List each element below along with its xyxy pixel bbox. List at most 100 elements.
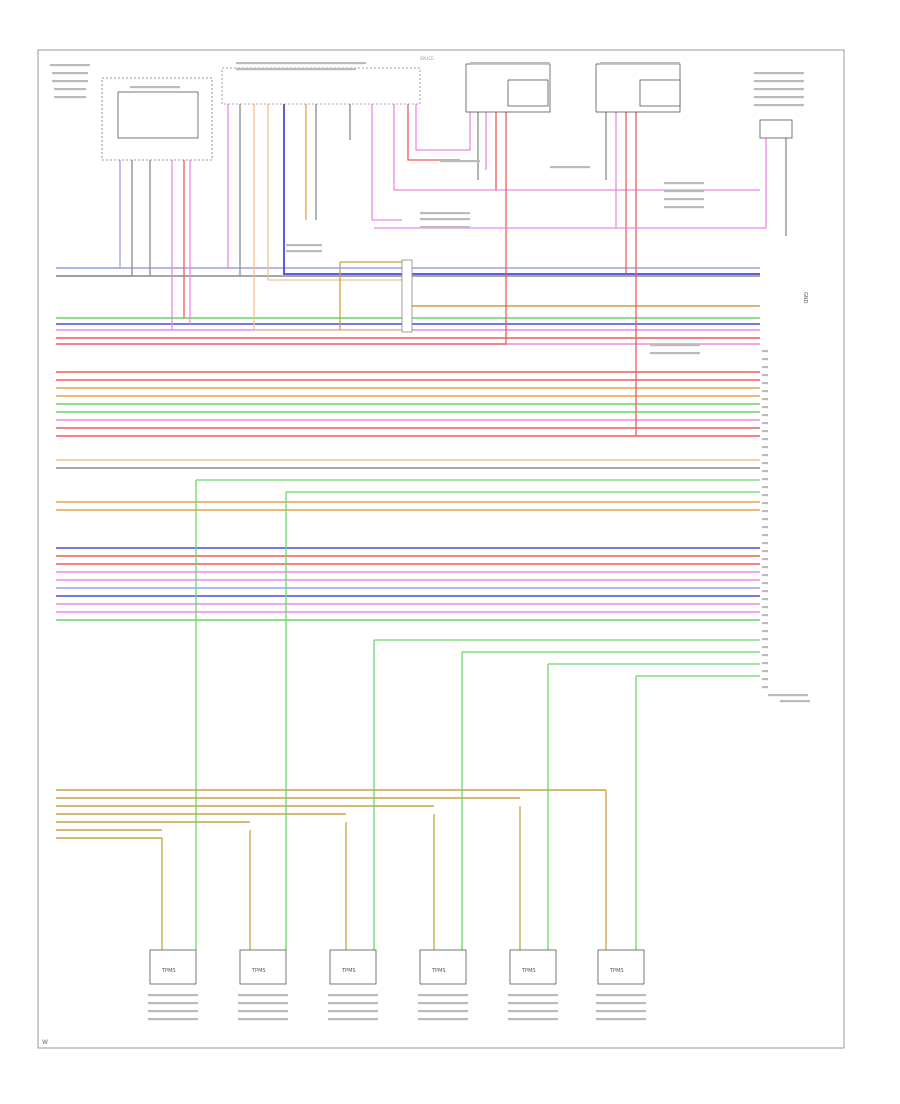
connector-pin <box>762 462 768 465</box>
tpms-sensor-box <box>419 949 467 985</box>
text-label-bar <box>54 88 86 91</box>
text-label-bar <box>52 72 88 75</box>
text-label-bar <box>754 72 804 75</box>
sensor-caption-bar <box>328 1010 378 1013</box>
connector-pin <box>762 454 768 457</box>
connector-pin <box>762 366 768 369</box>
connector-pin <box>762 670 768 673</box>
connector-pin <box>762 446 768 449</box>
tire-right-wire-2 <box>374 112 617 229</box>
tpms-sensor-2: TPMS <box>239 949 287 985</box>
text-label-bar <box>600 62 680 65</box>
antenna-wire-1 <box>616 138 767 229</box>
connector-pin <box>762 678 768 681</box>
sensor-caption-bar <box>148 1018 198 1021</box>
connector-pin <box>762 494 768 497</box>
connector-pin <box>762 622 768 625</box>
tpms-sensor-box <box>509 949 557 985</box>
tpms-sensor-label: TPMS <box>431 968 446 974</box>
text-label-bar <box>52 80 88 83</box>
connector-pin <box>762 662 768 665</box>
sensor-caption-bar <box>148 994 198 997</box>
connector-pin <box>762 590 768 593</box>
text-label-bar <box>54 96 86 99</box>
connector-pin <box>762 502 768 505</box>
tpms-sensor-4: TPMS <box>419 949 467 985</box>
label-layer: SPLICE <box>50 56 810 1021</box>
text-label-bar <box>420 212 470 215</box>
tpms-sensor-5: TPMS <box>509 949 557 985</box>
tpms-sensor-box <box>329 949 377 985</box>
tpms-sensor-box <box>239 949 287 985</box>
sensor-caption-bar <box>238 1010 288 1013</box>
text-label-bar <box>754 80 804 83</box>
text-label-bar <box>664 190 704 193</box>
text-label-bar <box>420 226 470 229</box>
connector-pin <box>762 414 768 417</box>
text-label-bar <box>550 166 590 169</box>
connector-pin <box>762 606 768 609</box>
front-module-wire-4 <box>267 104 402 281</box>
footer-code: W <box>42 1039 48 1046</box>
text-label-bar <box>130 86 180 89</box>
connector-pin <box>762 630 768 633</box>
wire-layer <box>56 104 787 950</box>
sensor-caption-bar <box>238 994 288 997</box>
text-label-bar <box>236 62 366 65</box>
connector-pin <box>762 398 768 401</box>
sensor-caption-bar <box>418 1010 468 1013</box>
connector-pin <box>762 406 768 409</box>
diagram-border <box>37 49 845 1049</box>
tpms-sensor-1: TPMS <box>149 949 197 985</box>
connector-pin <box>762 438 768 441</box>
sensor-caption-bar <box>238 1018 288 1021</box>
front-module-wire-10 <box>393 104 760 191</box>
sensor-caption-bar <box>418 1002 468 1005</box>
front-module-wire-3 <box>253 104 402 331</box>
text-label-bar <box>650 352 700 355</box>
connector-pin <box>762 422 768 425</box>
tpms-sensor-label: TPMS <box>521 968 536 974</box>
sensor-caption-bar <box>596 1018 646 1021</box>
sensor-caption-bar <box>418 1018 468 1021</box>
text-label-bar <box>236 68 356 71</box>
connector-pin <box>762 614 768 617</box>
connector-pin <box>762 390 768 393</box>
text-label-bar <box>768 694 808 697</box>
text-label-bar <box>50 64 90 67</box>
text-label-bar <box>650 344 700 347</box>
sensor-caption-bar <box>508 1002 558 1005</box>
connector-pin <box>762 574 768 577</box>
text-label-bar <box>286 244 322 247</box>
connector-pin <box>762 470 768 473</box>
connector-pin <box>762 526 768 529</box>
relay-wire-2 <box>56 160 133 277</box>
front-module-wire-5 <box>283 104 760 275</box>
text-label-bar <box>420 218 470 221</box>
connector-pin <box>762 598 768 601</box>
sensor-caption-bar <box>148 1010 198 1013</box>
sensor-caption-bar <box>148 1002 198 1005</box>
tpms-sensor-box <box>149 949 197 985</box>
tpms-sensor-box <box>597 949 645 985</box>
text-label-bar <box>780 700 810 703</box>
text-label-bar <box>664 182 704 185</box>
connector-pin <box>762 510 768 513</box>
connector-pin <box>762 478 768 481</box>
sensor-caption-bar <box>328 994 378 997</box>
text-label-bar <box>754 88 804 91</box>
text-label-bar <box>440 160 480 163</box>
connector-pin <box>762 430 768 433</box>
sensor-caption-bar <box>418 994 468 997</box>
tpms-sensor-label: TPMS <box>251 968 266 974</box>
sensor-caption-bar <box>328 1018 378 1021</box>
tire-module-right-inner <box>639 79 681 107</box>
text-label-bar <box>754 96 804 99</box>
sensor-caption-bar <box>596 1002 646 1005</box>
connector-pin <box>762 654 768 657</box>
connector-pin <box>762 542 768 545</box>
tpms-sensor-label: TPMS <box>341 968 356 974</box>
front-module-wire-12 <box>415 104 471 151</box>
sensor-caption-bar <box>596 1010 646 1013</box>
tpms-sensor-label: TPMS <box>609 968 624 974</box>
